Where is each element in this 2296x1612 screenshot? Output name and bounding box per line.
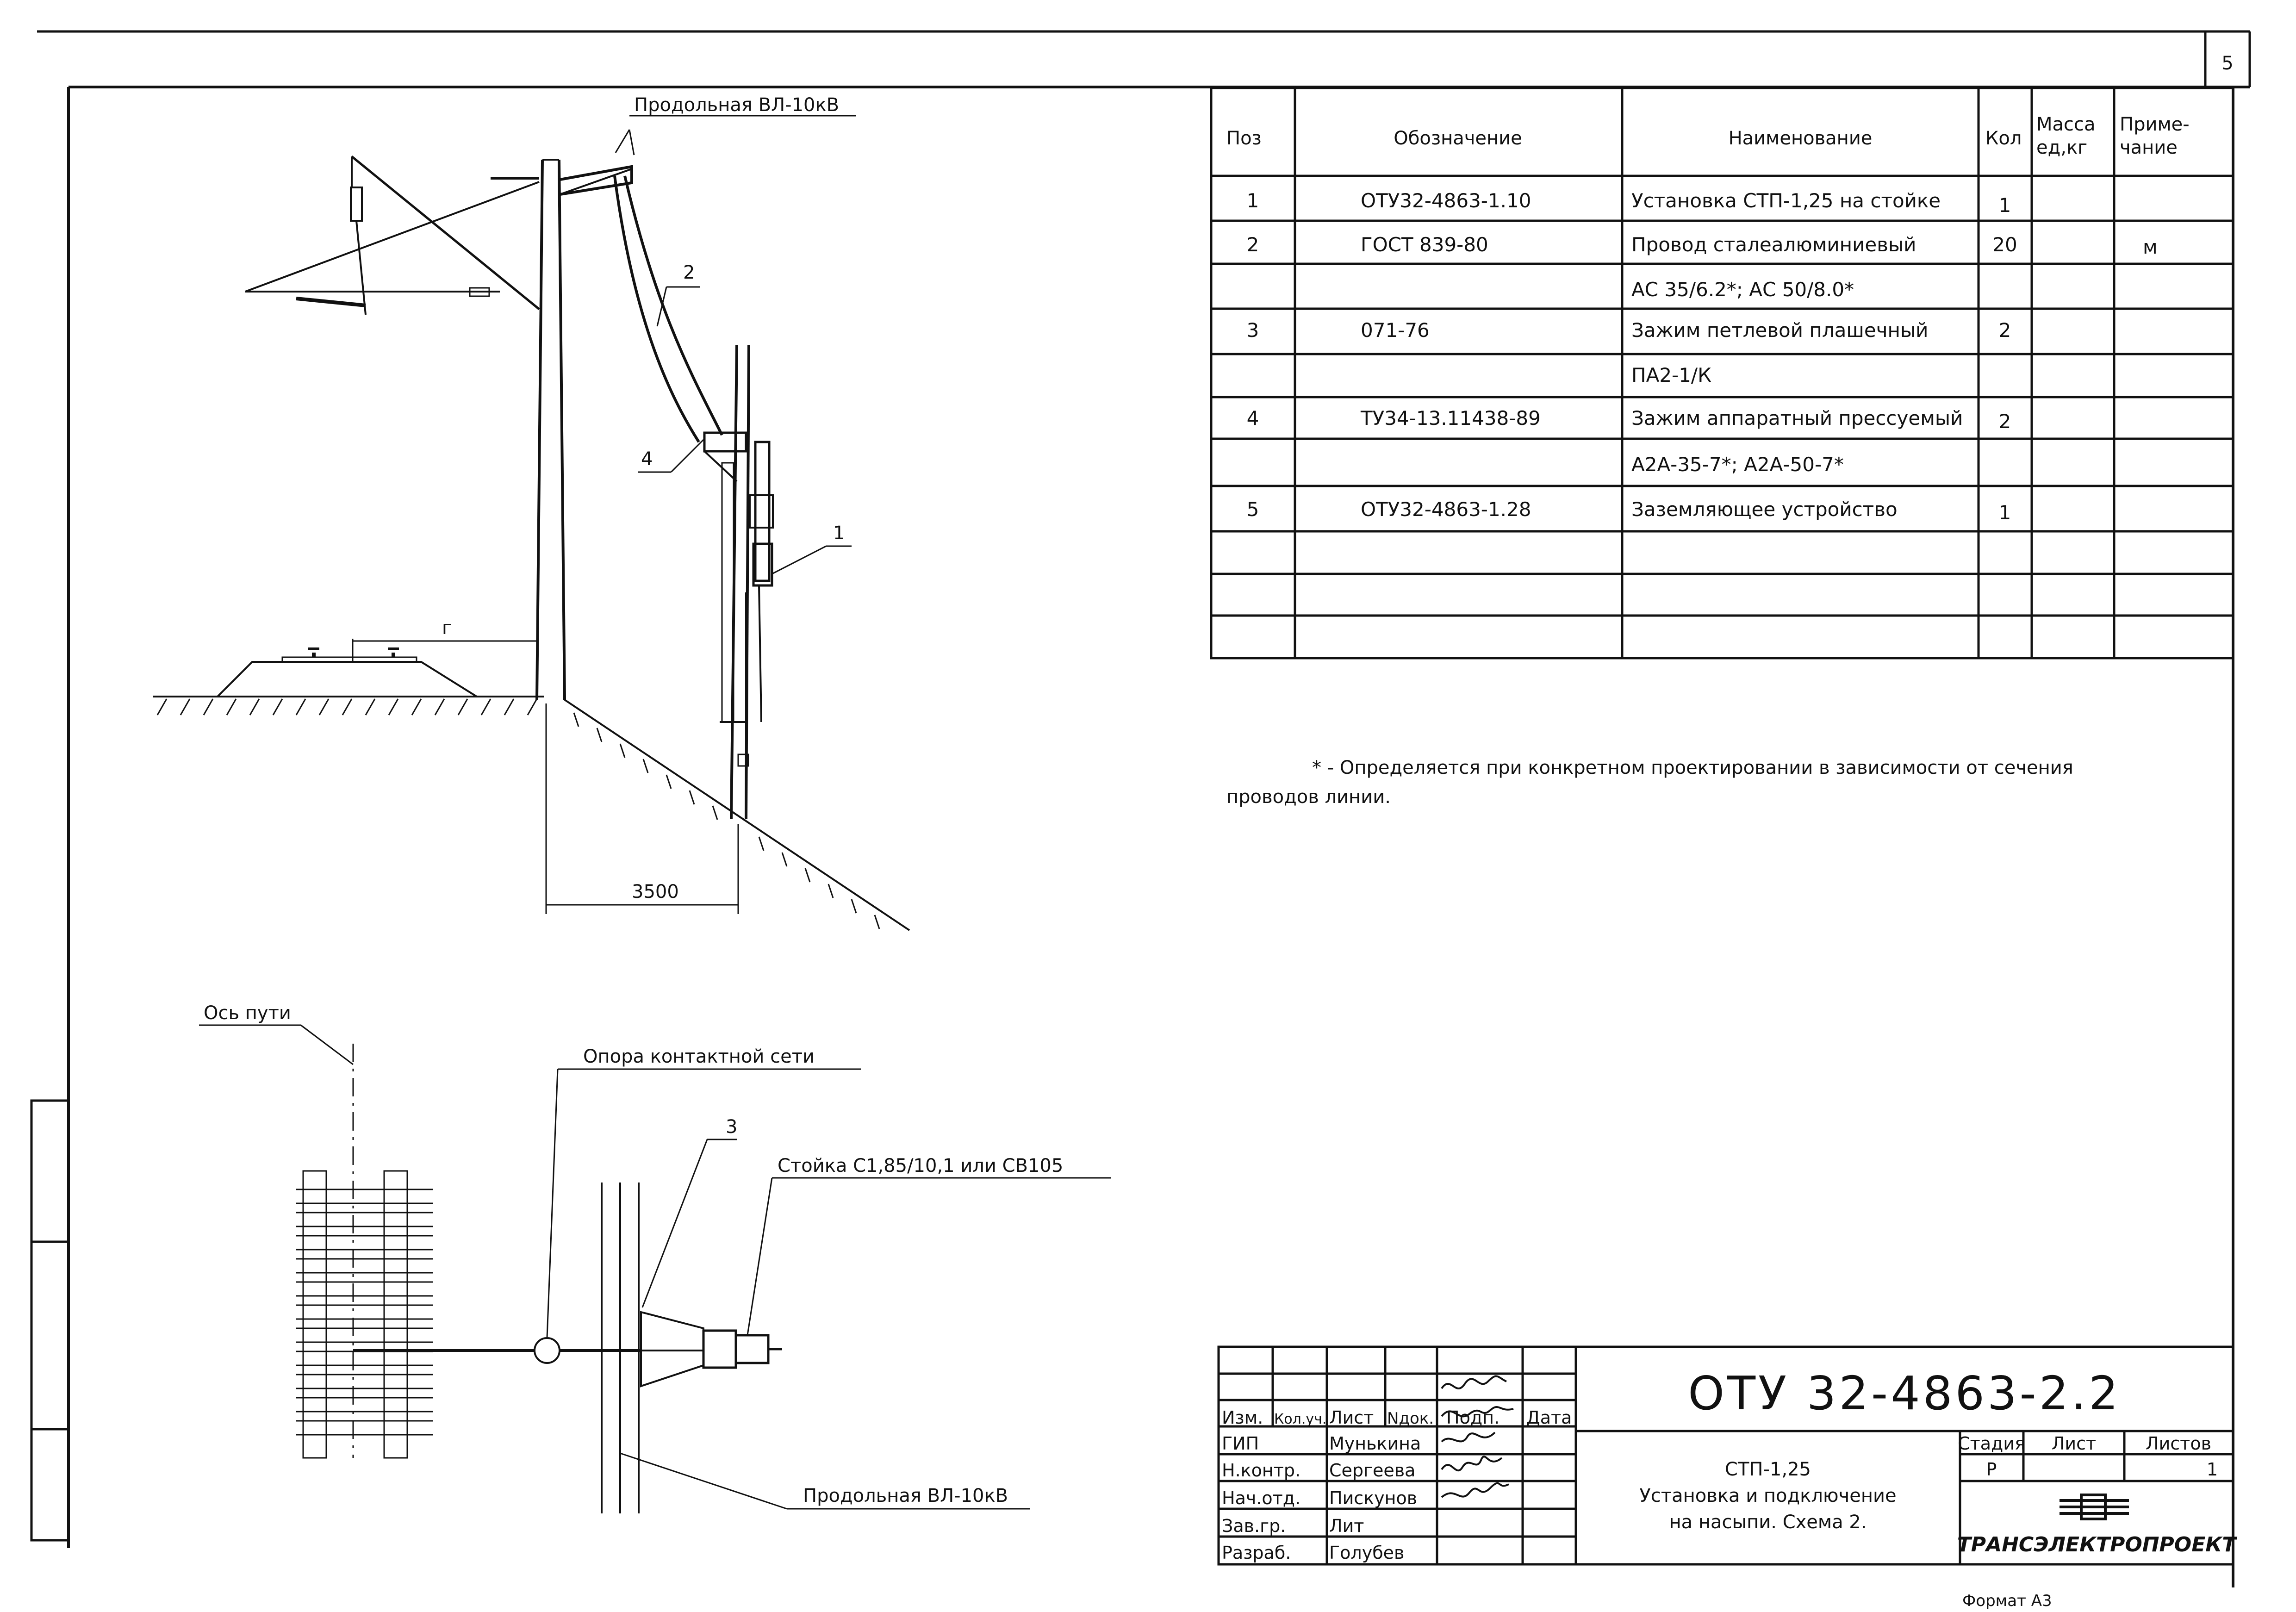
title-line-3: на насыпи. Схема 2. [1669, 1512, 1867, 1533]
col-kol-uch: Кол.уч. [1274, 1411, 1326, 1427]
row-2-designation: ГОСТ 839-80 [1361, 233, 1488, 256]
footnote-line-2: проводов линии. [1226, 786, 1391, 808]
page-number: 5 [2221, 53, 2233, 74]
header-mass-1: Масса [2036, 114, 2096, 135]
row-8-name: Заземляющее устройство [1631, 498, 1898, 521]
title-line-2: Установка и подключение [1639, 1485, 1896, 1506]
row-2-note: м [2143, 236, 2158, 258]
header-mass-2: ед,кг [2036, 137, 2087, 158]
header-note-1: Приме- [2120, 114, 2190, 135]
header-name: Наименование [1729, 128, 1873, 149]
row-1-qty: 1 [1999, 194, 2011, 217]
callout-1: 1 [833, 523, 845, 544]
row-1-designation: ОТУ32-4863-1.10 [1361, 189, 1531, 212]
callout-3: 3 [726, 1116, 737, 1138]
dimension-3500-label: 3500 [632, 881, 679, 902]
row-2-name: Провод сталеалюминиевый [1631, 233, 1916, 256]
row-5-name: ПА2-1/К [1631, 364, 1711, 386]
dimension-g-label: г [442, 617, 452, 639]
name-razrab: Голубев [1329, 1543, 1404, 1563]
role-nkontr: Н.контр. [1222, 1460, 1300, 1481]
row-4-name: Зажим петлевой плашечный [1631, 319, 1928, 342]
title-line-1: СТП-1,25 [1725, 1459, 1811, 1480]
signatures [1441, 1375, 1514, 1498]
row-4-designation: 071-76 [1361, 319, 1430, 342]
col-list: Лист [1329, 1407, 1374, 1428]
company-name: ТРАНСЭЛЕКТРОПРОЕКТ [1957, 1533, 2237, 1556]
row-8-pos: 5 [1247, 498, 1259, 521]
row-4-pos: 3 [1247, 319, 1259, 342]
spec-rows: 1 ОТУ32-4863-1.10 Установка СТП-1,25 на … [1247, 189, 2158, 524]
row-2-qty: 20 [1992, 233, 2017, 256]
stage-label: Стадия [1958, 1433, 2025, 1454]
role-zavgr: Зав.гр. [1222, 1516, 1286, 1536]
col-ndok: Nдок. [1387, 1409, 1434, 1428]
top-line-label: Продольная ВЛ-10кВ [634, 94, 839, 116]
name-nkontr: Сергеева [1329, 1460, 1415, 1481]
row-1-pos: 1 [1247, 189, 1259, 212]
format-label: Формат А3 [1962, 1592, 2052, 1610]
spec-table-grid [1210, 87, 2234, 660]
row-8-qty: 1 [1999, 501, 2011, 524]
row-3-name: АС 35/6.2*; АС 50/8.0* [1631, 278, 1854, 301]
role-gip: ГИП [1222, 1433, 1259, 1454]
company-logo-mark [2060, 1494, 2129, 1520]
row-7-name: А2А-35-7*; А2А-50-7* [1631, 453, 1844, 476]
name-zavgr: Лит [1329, 1516, 1364, 1536]
col-izm: Изм. [1222, 1407, 1263, 1428]
rack-label: Стойка С1,85/10,1 или СВ105 [778, 1155, 1063, 1176]
name-gip: Мунькина [1329, 1433, 1421, 1454]
header-pos: Поз [1226, 128, 1262, 149]
row-6-qty: 2 [1999, 410, 2011, 433]
title-block-grid [1217, 1345, 2234, 1566]
row-6-name: Зажим аппаратный прессуемый [1631, 407, 1963, 429]
name-nachotd: Пискунов [1329, 1488, 1417, 1508]
header-note-2: чание [2120, 137, 2178, 158]
callout-4: 4 [641, 448, 653, 470]
callout-2: 2 [683, 262, 695, 283]
sheet-label: Лист [2052, 1433, 2096, 1454]
col-podp: Подп. [1446, 1407, 1500, 1428]
sheets-label: Листов [2146, 1433, 2211, 1454]
stage-value: Р [1986, 1459, 1997, 1480]
contact-support-label: Опора контактной сети [583, 1046, 815, 1067]
row-8-designation: ОТУ32-4863-1.28 [1361, 498, 1531, 521]
plan-view [199, 1024, 1111, 1513]
role-nachotd: Нач.отд. [1222, 1488, 1300, 1508]
row-1-name: Установка СТП-1,25 на стойке [1631, 189, 1941, 212]
row-4-qty: 2 [1999, 319, 2011, 342]
row-6-designation: ТУ34-13.11438-89 [1360, 407, 1541, 429]
role-razrab: Разраб. [1222, 1543, 1291, 1563]
footnote-line-1: * - Определяется при конкретном проектир… [1312, 757, 2073, 778]
sheets-value: 1 [2207, 1459, 2218, 1480]
track-axis-label: Ось пути [204, 1002, 291, 1024]
elevation-view [153, 115, 910, 931]
header-designation: Обозначение [1394, 128, 1522, 149]
row-2-pos: 2 [1247, 233, 1259, 256]
header-qty: Кол [1985, 128, 2022, 149]
bottom-line-label: Продольная ВЛ-10кВ [803, 1485, 1008, 1506]
col-data: Дата [1526, 1407, 1572, 1428]
document-code: ОТУ 32-4863-2.2 [1688, 1366, 2121, 1420]
row-6-pos: 4 [1247, 407, 1259, 429]
